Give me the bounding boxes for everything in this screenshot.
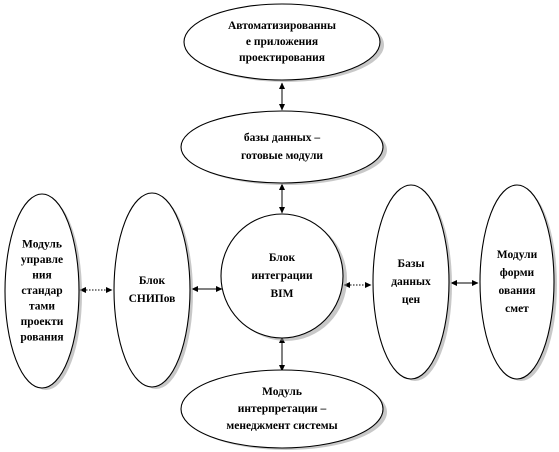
- node-label-line: Автоматизированны: [228, 20, 336, 32]
- node-label-line: ния: [32, 269, 51, 281]
- node-databases-label: базы данных – готовые модули: [241, 132, 323, 162]
- node-label-line: менеджмент системы: [226, 420, 337, 432]
- node-standards-label: Модуль управле ния стандар тами проекти ровани…: [20, 238, 63, 343]
- node-label-line: интеграции: [251, 270, 313, 282]
- node-label-line: Базы: [398, 258, 425, 270]
- node-estimates-label: Модули форми ования смет: [497, 249, 538, 315]
- node-label-line: Блок: [269, 252, 296, 264]
- node-prices: Базы данных цен: [372, 184, 452, 381]
- node-label-line: готовые модули: [241, 150, 323, 162]
- node-label-line: BIM: [271, 288, 294, 300]
- node-automation-label: Автоматизированны е приложения проектирова…: [228, 20, 336, 64]
- node-label-line: форми: [500, 267, 535, 279]
- node-label-line: проектирования: [239, 52, 325, 64]
- node-label-line: Модули: [497, 249, 538, 261]
- node-label-line: интерпретации –: [238, 403, 327, 415]
- node-label-line: Модуль: [22, 238, 62, 250]
- node-label-line: е приложения: [246, 36, 318, 48]
- node-automation: Автоматизированны е приложения проектирова…: [183, 3, 384, 82]
- node-databases: базы данных – готовые модули: [180, 110, 387, 185]
- node-label-line: управле: [21, 254, 63, 266]
- node-label-line: проекти: [21, 316, 64, 328]
- node-label-line: стандар: [21, 285, 62, 297]
- node-standards: Модуль управле ния стандар тами проекти ровани…: [4, 193, 82, 390]
- connections: [79, 82, 479, 372]
- node-estimates: Модули форми ования смет: [479, 184, 557, 381]
- node-label-line: Модуль: [262, 386, 302, 398]
- node-interpretation: Модуль интерпретации – менеджмент системы: [180, 369, 387, 450]
- node-label-line: рования: [20, 331, 63, 343]
- node-label-line: цен: [402, 294, 421, 306]
- node-label-line: ования: [499, 285, 536, 297]
- node-label-line: смет: [505, 303, 529, 315]
- node-label-line: базы данных –: [244, 132, 320, 144]
- node-label-line: данных: [391, 276, 431, 288]
- node-label-line: СНИПов: [129, 293, 176, 305]
- node-label-line: тами: [29, 300, 55, 312]
- node-label-line: Блок: [139, 275, 166, 287]
- node-prices-label: Базы данных цен: [391, 258, 431, 306]
- node-interpretation-label: Модуль интерпретации – менеджмент системы: [226, 386, 337, 432]
